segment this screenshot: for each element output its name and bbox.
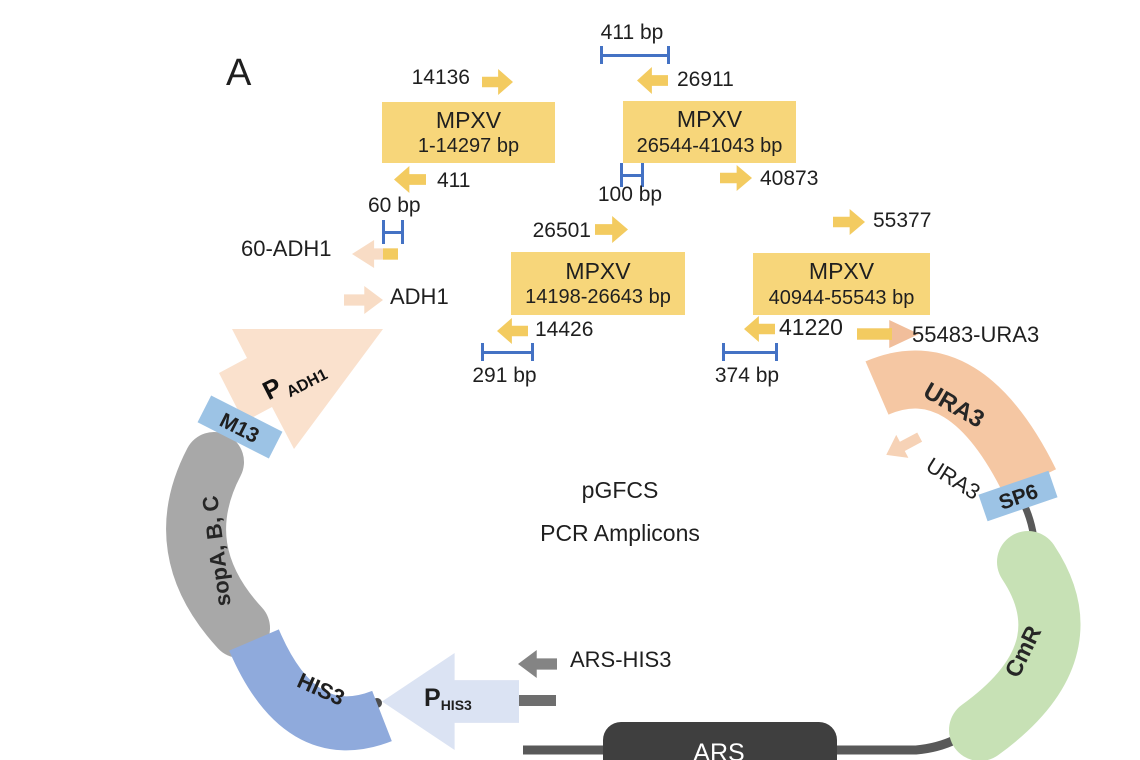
sop-segment: [166, 432, 270, 658]
amplicon-3-name: MPXV: [565, 257, 631, 284]
amplicon-box-4: MPXV 40944-55543 bp: [753, 253, 930, 315]
padh1-arrow: [219, 329, 383, 449]
label-14136: 14136: [411, 66, 470, 89]
amplicon-1-range: 1-14297 bp: [417, 135, 520, 158]
label-60-adh1: 60-ADH1: [241, 236, 332, 261]
amplicon-1-name: MPXV: [435, 106, 502, 133]
figure-subtitle: PCR Amplicons: [540, 520, 700, 546]
label-55377: 55377: [873, 209, 932, 232]
phis3-label: PHIS3: [424, 684, 472, 713]
bracket-411bp: [600, 46, 670, 64]
panel-letter: A: [226, 52, 252, 94]
label-291bp: 291 bp: [472, 364, 537, 387]
amplicon-4-name: MPXV: [808, 258, 875, 285]
ars-label: ARS: [693, 739, 744, 760]
label-26911: 26911: [677, 68, 734, 91]
cmr-segment: [949, 531, 1081, 760]
label-26501: 26501: [532, 219, 591, 242]
label-41220: 41220: [779, 314, 843, 340]
label-60bp: 60 bp: [368, 194, 421, 217]
ars-box: [603, 722, 837, 760]
amplicon-box-1: MPXV 1-14297 bp: [382, 102, 555, 163]
his3-segment: [229, 628, 392, 751]
amplicon-3-range: 14198-26643 bp: [525, 286, 671, 309]
amplicon-box-3: MPXV 14198-26643 bp: [511, 252, 685, 315]
label-374bp: 374 bp: [714, 364, 780, 387]
primer-60-adh1-tail: [383, 248, 398, 260]
label-adh1: ADH1: [390, 284, 449, 309]
label-100bp: 100 bp: [597, 183, 663, 206]
amplicon-4-range: 40944-55543 bp: [768, 286, 915, 309]
label-411bp: 411 bp: [600, 21, 664, 44]
amplicon-2-range: 26544-41043 bp: [636, 134, 783, 157]
label-55483-ura3: 55483-URA3: [912, 322, 1040, 347]
primer-bar-gray: [517, 695, 556, 706]
ura3-segment: [865, 350, 1057, 496]
label-40873: 40873: [760, 167, 819, 190]
bracket-100bp: [620, 163, 644, 187]
primer-55483-tail: [857, 328, 892, 340]
bracket-374bp: [722, 343, 778, 361]
bracket-60bp: [382, 220, 404, 244]
bracket-291bp: [481, 343, 534, 361]
plasmid-name: pGFCS: [581, 477, 659, 503]
label-411: 411: [437, 169, 471, 192]
amplicon-box-2: MPXV 26544-41043 bp: [623, 101, 796, 163]
amplicon-2-name: MPXV: [676, 106, 743, 133]
label-14426: 14426: [535, 318, 594, 341]
label-ars-his3: ARS-HIS3: [570, 647, 672, 672]
